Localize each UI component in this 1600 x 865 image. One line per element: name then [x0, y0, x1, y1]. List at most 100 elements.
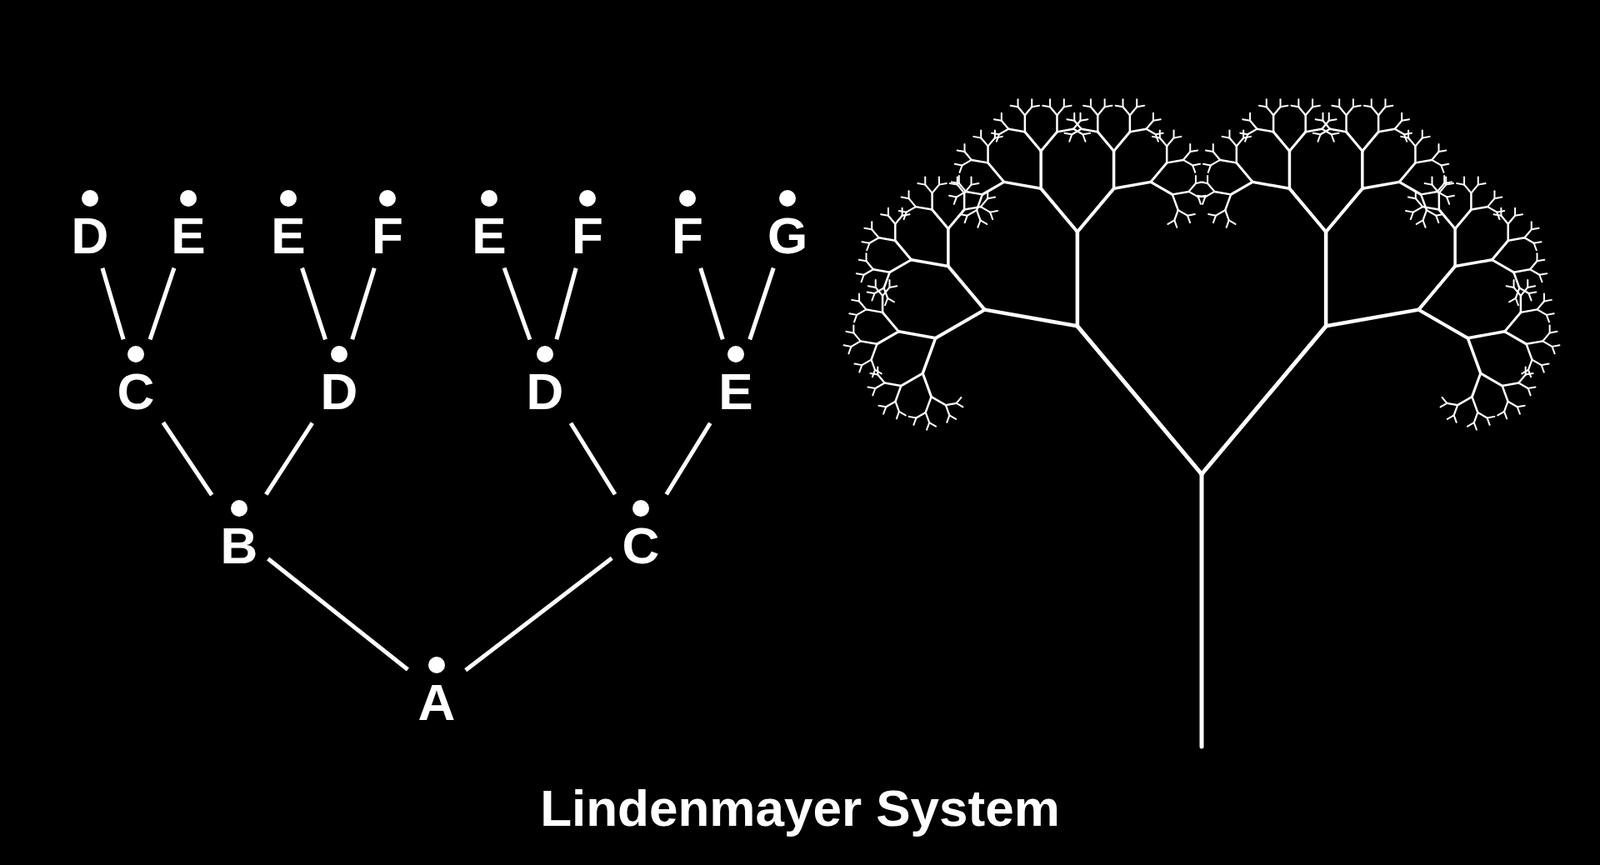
- tree-branch: [1123, 106, 1130, 115]
- tree-branch: [1500, 215, 1508, 225]
- tree-branch: [1438, 193, 1441, 210]
- tree-branch: [1405, 210, 1414, 213]
- tree-branch: [1442, 397, 1448, 404]
- tree-branch: [866, 260, 874, 270]
- tree-branch: [882, 312, 899, 332]
- tree-branch: [1454, 405, 1458, 415]
- tree-branch: [1079, 113, 1081, 121]
- tree-branch: [1082, 134, 1085, 141]
- tree-branch: [956, 191, 966, 198]
- tree-branch: [1203, 164, 1211, 166]
- tree-branch: [958, 175, 960, 184]
- tree-branch: [1229, 137, 1236, 146]
- tree-branch: [1112, 150, 1116, 189]
- node-dot: [480, 190, 498, 207]
- tree-branch: [1446, 196, 1450, 204]
- tree-branch: [1506, 224, 1510, 241]
- tree-branch: [1520, 287, 1528, 296]
- tree-branch: [980, 137, 988, 146]
- tree-branch: [1160, 137, 1167, 146]
- tree-branch: [915, 206, 933, 210]
- tree-branch: [890, 260, 912, 273]
- tree-branch: [929, 422, 936, 427]
- tree-branch: [870, 221, 873, 230]
- tree-branch: [1542, 340, 1552, 347]
- tree-branch: [844, 345, 852, 347]
- tree-branch: [879, 237, 896, 240]
- tree-branch: [1159, 130, 1161, 138]
- tree-branch: [1524, 237, 1534, 244]
- tree-branch: [1213, 151, 1220, 160]
- tree-branch: [1530, 221, 1533, 230]
- tree-branch: [986, 145, 990, 163]
- tree-branch: [1539, 275, 1542, 282]
- tree-branch: [850, 340, 860, 347]
- tree-branch: [901, 197, 910, 200]
- tree-branch: [1362, 131, 1379, 151]
- tree-branch: [1279, 99, 1281, 107]
- tree-branch: [1543, 293, 1545, 301]
- tree-branch: [1504, 411, 1507, 419]
- tree-branch: [1520, 295, 1523, 313]
- tree-branch: [1378, 129, 1395, 132]
- tree-branch: [925, 396, 932, 413]
- tree-branch: [1515, 214, 1523, 216]
- tree-branch: [1114, 181, 1151, 189]
- tree-branch: [1474, 422, 1477, 430]
- tree-branch: [1331, 133, 1340, 135]
- tree-branch: [973, 136, 981, 139]
- tree-branch: [946, 229, 950, 267]
- tree-branch: [970, 177, 973, 185]
- tree-branch: [1401, 119, 1410, 121]
- tree-branch: [988, 137, 995, 146]
- tree-branch: [1537, 309, 1547, 315]
- tree-branch: [1235, 145, 1239, 163]
- tree-branch: [1197, 195, 1205, 198]
- tree-branch: [1297, 99, 1300, 107]
- tree-branch: [945, 405, 950, 415]
- tree-branch: [1494, 214, 1502, 216]
- tree-branch: [1229, 220, 1236, 225]
- tree-node: E: [713, 345, 758, 418]
- tree-branch: [946, 415, 950, 422]
- tree-branch: [1505, 331, 1527, 345]
- tree-branch: [932, 185, 940, 194]
- tree-branch: [1135, 99, 1138, 107]
- node-dot: [679, 190, 696, 207]
- tree-branch: [1220, 160, 1237, 163]
- tree-branch: [854, 315, 857, 322]
- tree-branch: [1280, 105, 1288, 108]
- node-dot: [280, 190, 297, 207]
- tree-branch: [1097, 106, 1105, 115]
- tree-branch: [994, 119, 1002, 121]
- tree-branch: [1010, 105, 1019, 108]
- tree-branch: [1455, 210, 1471, 230]
- tree-branch: [1273, 131, 1290, 151]
- tree-branch: [875, 280, 877, 288]
- tree-branch: [1298, 106, 1305, 115]
- tree-branch: [1289, 131, 1305, 151]
- tree-branch: [1534, 241, 1542, 244]
- tree-branch: [884, 288, 888, 299]
- tree-branch: [1454, 415, 1457, 422]
- tree-branch: [991, 133, 1000, 135]
- tree-branch: [869, 237, 879, 244]
- tree-branch: [911, 260, 949, 267]
- tree-node: E: [466, 190, 511, 262]
- tree-branch: [1371, 106, 1379, 115]
- tree-branch: [1422, 136, 1430, 139]
- node-letter: D: [320, 365, 359, 418]
- tree-branch: [949, 415, 956, 420]
- tree-branch: [1526, 340, 1544, 344]
- tree-branch: [1500, 208, 1502, 216]
- tree-branch: [1517, 405, 1525, 408]
- tree-branch: [899, 411, 906, 416]
- tree-branch: [1195, 175, 1197, 184]
- node-dot: [330, 345, 348, 363]
- tree-branch: [1226, 220, 1230, 227]
- node-letter: B: [220, 520, 259, 572]
- tree-branch: [988, 162, 1005, 182]
- tree-branch: [895, 401, 899, 412]
- tree-branch: [1018, 106, 1025, 115]
- tree-branch: [915, 412, 925, 419]
